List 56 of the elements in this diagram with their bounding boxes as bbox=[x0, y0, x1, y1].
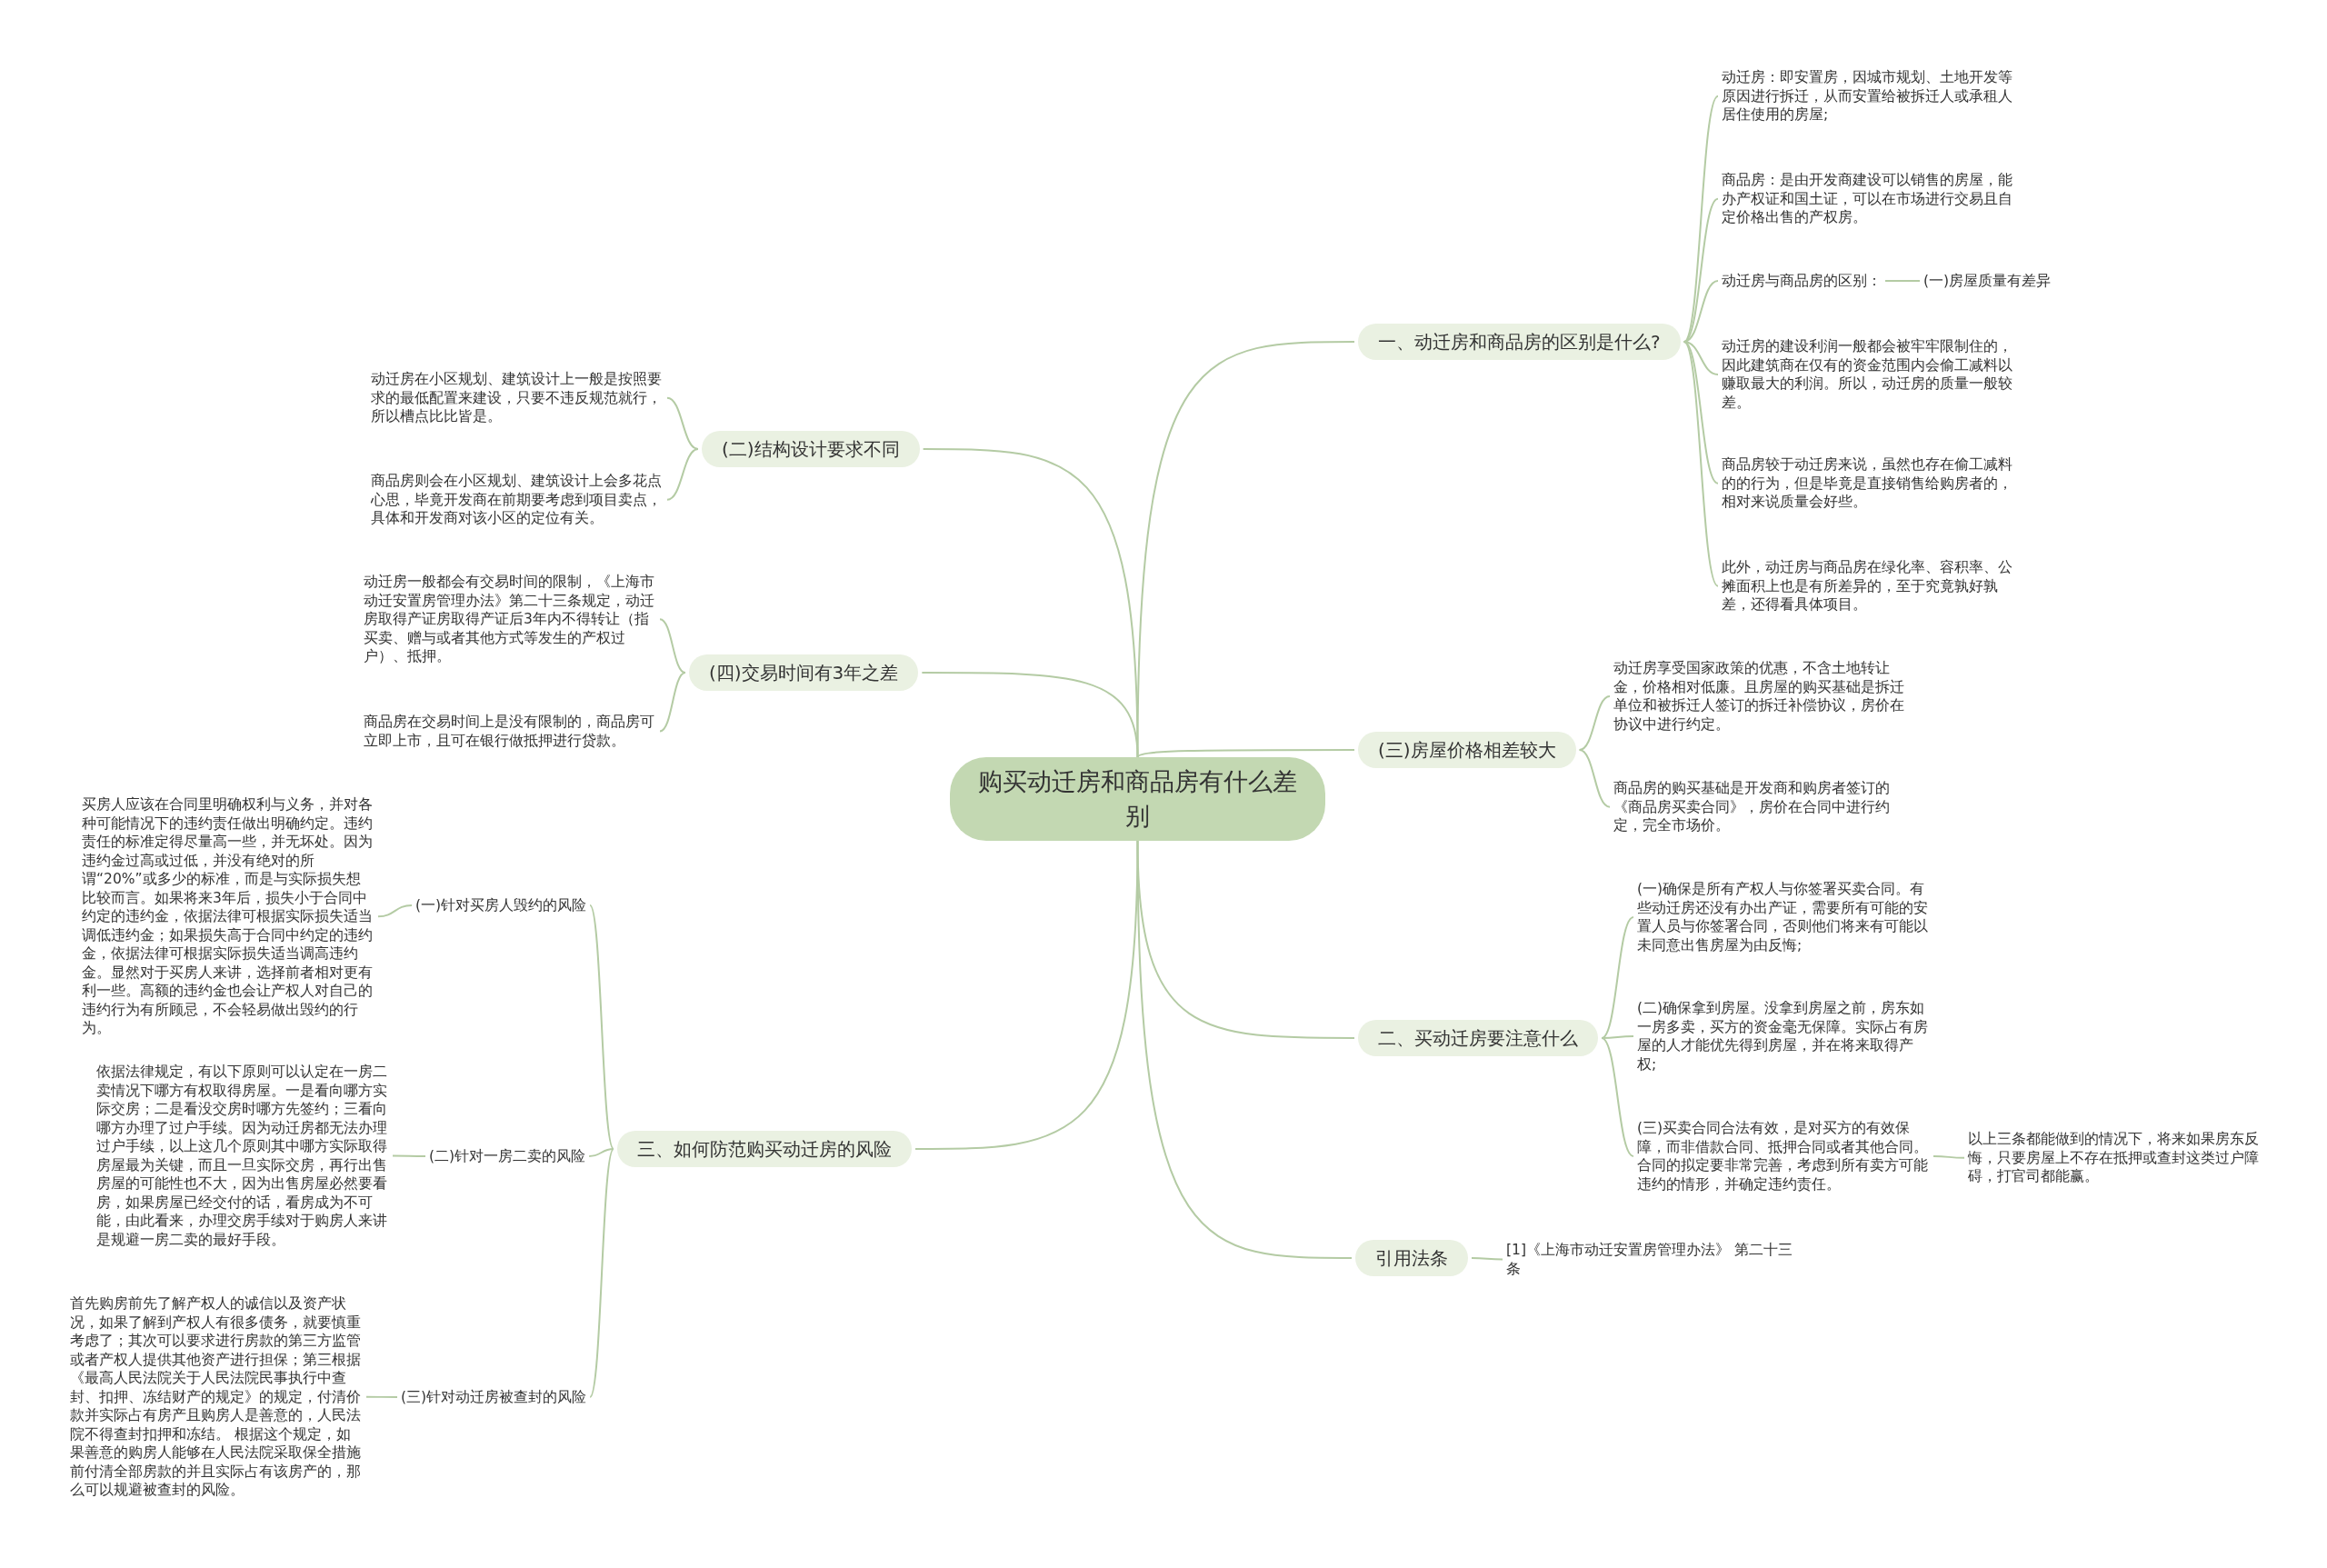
note-text: 动迁房享受国家政策的优惠，不含土地转让金，价格相对低廉。且房屋的购买基础是拆迁单位和被拆迁人签订的拆迁补偿协议，房价在协议中进行约定。 bbox=[1613, 659, 1906, 734]
connector-line bbox=[666, 448, 699, 501]
connector-line bbox=[1884, 280, 1921, 282]
note-text: 商品房则会在小区规划、建筑设计上会多花点心思，毕竟开发商在前期要考虑到项目卖点，具体和开发商对该小区的定位有关。 bbox=[371, 472, 664, 528]
topic-box: (二)结构设计要求不同 bbox=[702, 431, 920, 467]
note-text: 商品房的购买基础是开发商和购房者签订的《商品房买卖合同》，房价在合同中进行约定，完全市场价。 bbox=[1613, 779, 1906, 835]
connector-line bbox=[589, 1148, 614, 1398]
connector-line bbox=[1136, 749, 1355, 758]
topic-box: 三、如何防范购买动迁房的风险 bbox=[617, 1131, 912, 1167]
note-text: [1]《上海市动迁安置房管理办法》 第二十三条 bbox=[1506, 1241, 1799, 1278]
note-text: 此外，动迁房与商品房在绿化率、容积率、公摊面积上也是有所差异的，至于究竟孰好孰差，还得看具体项目。 bbox=[1722, 558, 2014, 614]
note-text: 依据法律规定，有以下原则可以认定在一房二卖情况下哪方有权取得房屋。一是看向哪方实际交房；二是看没交房时哪方先签约；三看向哪方办理了过户手续。因为动迁房都无法办理过户手续，以上这几个原则其中哪方实际取得房屋最为关键，而且一旦实际交房，再行出售房屋的可能性也不大，因为出售房屋必然要看房，如果房屋已经交付的话，看房成为不可能，由此看来，办理交房手续对于购房人来讲是规避一房二卖的最好手段。 bbox=[96, 1063, 389, 1249]
topic-box: (四)交易时间有3年之差 bbox=[689, 654, 919, 691]
connector-line bbox=[365, 1395, 398, 1398]
connector-line bbox=[392, 1154, 426, 1157]
subtopic-text: (三)针对动迁房被查封的风险 bbox=[401, 1388, 587, 1406]
connector-line bbox=[589, 904, 614, 1150]
note-text: 动迁房：即安置房，因城市规划、土地开发等原因进行拆迁，从而安置给被拆迁人或承租人居住使用的房屋; bbox=[1722, 68, 2014, 125]
note-text: 首先购房前先了解产权人的诚信以及资产状况，如果了解到产权人有很多债务，就要慎重考虑了；其次可以要求进行房款的第三方监管或者产权人提供其他资产进行担保；第三根据《最高人民法院关于人民法院民事执行中查封、扣押、冻结财产的规定》的规定，付清价款并实际占有房产且购房人是善意的，人民法院不得查封扣押和冻结。 根据这个规定，如果善意的购房人能够在人民法院采取保全措施前付清全部房款的并且实际占有该房产的，那么可以规避被查封的风险。 bbox=[70, 1294, 363, 1500]
note-text: (一)确保是所有产权人与你签署买卖合同。有些动迁房还没有办出产证，需要所有可能的安置人员与你签署合同，否则他们将来有可能以未同意出售房屋为由反悔; bbox=[1637, 880, 1930, 954]
note-text: 商品房在交易时间上是没有限制的，商品房可立即上市，且可在银行做抵押进行贷款。 bbox=[364, 713, 656, 750]
topic-box: 一、动迁房和商品房的区别是什么? bbox=[1358, 324, 1681, 360]
connector-line bbox=[1683, 197, 1719, 343]
connector-line bbox=[914, 840, 1139, 1150]
note-text: (三)买卖合同合法有效，是对买方的有效保障，而非借款合同、抵押合同或者其他合同。合同的拟定要非常完善，考虑到所有卖方可能违约的情形，并确定违约责任。 bbox=[1637, 1119, 1930, 1193]
topic-box: 二、买动迁房要注意什么 bbox=[1358, 1020, 1598, 1056]
subtopic-text: (一)房屋质量有差异 bbox=[1923, 272, 2052, 290]
connector-line bbox=[659, 618, 686, 674]
note-text: 商品房较于动迁房来说，虽然也存在偷工减料的的行为，但是毕竟是直接销售给购房者的，相对来说质量会好些。 bbox=[1722, 455, 2014, 512]
connector-line bbox=[659, 672, 686, 733]
connector-line bbox=[1601, 1037, 1634, 1157]
note-text: 以上三条都能做到的情况下，将来如果房东反悔，只要房屋上不存在抵押或查封这类过户障碍，打官司都能赢。 bbox=[1968, 1130, 2261, 1186]
connector-line bbox=[1136, 840, 1353, 1259]
connector-line bbox=[921, 672, 1139, 758]
topic-box: 引用法条 bbox=[1355, 1240, 1468, 1276]
subtopic-text: (一)针对买房人毁约的风险 bbox=[415, 896, 587, 914]
connector-line bbox=[1933, 1155, 1965, 1159]
note-text: 动迁房一般都会有交易时间的限制，《上海市动迁安置房管理办法》第二十三条规定，动迁房取得产证房取得产证后3年内不得转让（指买卖、赠与或者其他方式等发生的产权过户）、抵押。 bbox=[364, 573, 656, 666]
note-text: (二)确保拿到房屋。没拿到房屋之前，房东如一房多卖，买方的资金毫无保障。实际占有房屋的人才能优先得到房屋，并在将来取得产权; bbox=[1637, 999, 1930, 1074]
connector-line bbox=[1683, 341, 1719, 587]
subtopic-text: 动迁房与商品房的区别： bbox=[1722, 272, 1882, 290]
note-text: 买房人应该在合同里明确权利与义务，并对各种可能情况下的违约责任做出明确约定。违约责任的标准定得尽量高一些，并无坏处。因为违约金过高或过低，并没有绝对的所谓“20%”或多少的标准，而是与实际损失想比较而言。如果将来3年后，损失小于合同中约定的违约金，依据法律可根据实际损失适当调低违约金；如果损失高于合同中约定的违约金，依据法律可根据实际损失适当调高违约金。显然对于买房人来讲，选择前者相对更有利一些。高额的违约金也会让产权人对自己的违约行为有所顾忌，不会轻易做出毁约的行为。 bbox=[82, 795, 375, 1038]
subtopic-text: (二)针对一房二卖的风险 bbox=[429, 1147, 586, 1165]
connector-line bbox=[588, 1148, 614, 1157]
connector-line bbox=[1471, 1257, 1503, 1261]
connector-line bbox=[666, 396, 699, 450]
central-topic-box: 购买动迁房和商品房有什么差别 bbox=[950, 757, 1325, 841]
note-text: 动迁房在小区规划、建筑设计上一般是按照要求的最低配置来建设，只要不违反规范就行，所以槽点比比皆是。 bbox=[371, 370, 664, 426]
note-text: 商品房：是由开发商建设可以销售的房屋，能办产权证和国土证，可以在市场进行交易且自定价格出售的产权房。 bbox=[1722, 171, 2014, 227]
connector-line bbox=[1601, 1035, 1634, 1039]
topic-box: (三)房屋价格相差较大 bbox=[1358, 732, 1576, 768]
connector-line bbox=[1683, 95, 1719, 343]
connector-line bbox=[1601, 916, 1634, 1039]
note-text: 动迁房的建设利润一般都会被牢牢限制住的，因此建筑商在仅有的资金范围内会偷工减料以赚取最大的利润。所以，动迁房的质量一般较差。 bbox=[1722, 337, 2014, 412]
connector-line bbox=[377, 904, 413, 918]
connector-line bbox=[1578, 749, 1611, 808]
